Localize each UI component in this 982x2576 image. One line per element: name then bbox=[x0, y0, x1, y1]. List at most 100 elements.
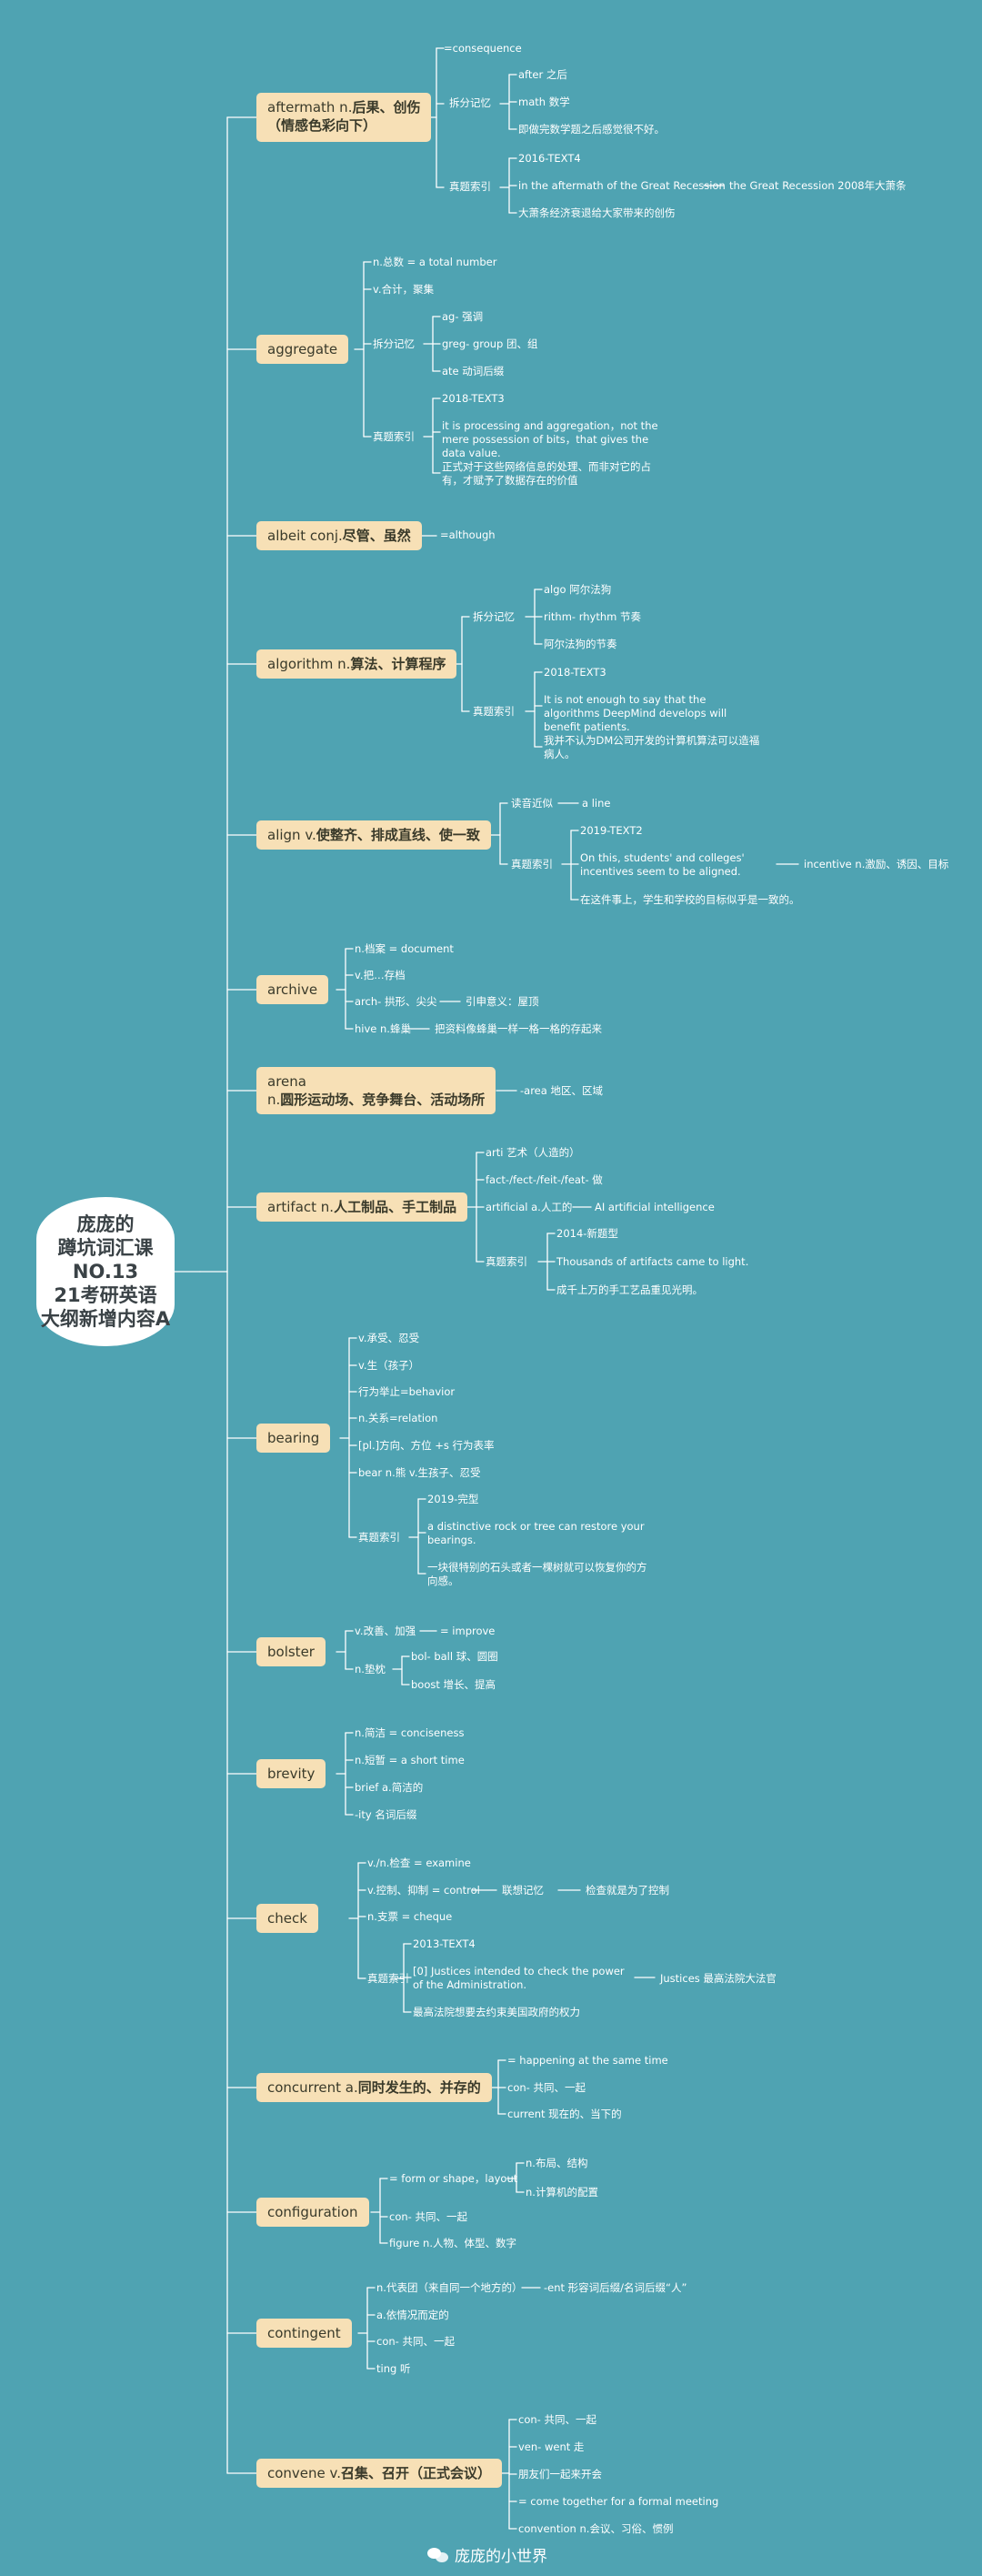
word-zh-note: （情感色彩向下） bbox=[267, 117, 377, 134]
definition-item: brief a.简洁的 bbox=[355, 1781, 424, 1794]
word-node-convene: convene v.召集、召开（正式会议） bbox=[256, 2459, 503, 2488]
memory-label: 拆分记忆 bbox=[449, 96, 491, 109]
definition-item: 行为举止=behavior bbox=[358, 1385, 456, 1398]
definition-sub: bol- ball 球、圆圈 bbox=[411, 1650, 498, 1663]
definition-item: con- 共同、一起 bbox=[518, 2413, 596, 2426]
word-en: aggregate bbox=[267, 341, 338, 357]
word-en: brevity bbox=[267, 1766, 316, 1782]
definition-item: v.控制、抑制 = control bbox=[367, 1884, 480, 1897]
definition-item: con- 共同、一起 bbox=[507, 2081, 586, 2094]
footer-watermark: 庞庞的小世界 bbox=[427, 2543, 547, 2566]
sound-label: 读音近似 bbox=[511, 797, 553, 810]
memory-item: algo 阿尔法狗 bbox=[544, 583, 612, 596]
exam-item: It is not enough to say that the algorit… bbox=[544, 693, 727, 733]
definition-item: v.合计，聚集 bbox=[373, 283, 435, 296]
word-node-aggregate: aggregate bbox=[256, 335, 349, 364]
memory-item: rithm- rhythm 节奏 bbox=[544, 610, 642, 623]
word-zh: 后果、创伤 bbox=[352, 99, 421, 116]
exam-item: 2014-新题型 bbox=[556, 1227, 618, 1240]
exam-note: Justices 最高法院大法官 bbox=[660, 1972, 777, 1985]
definition-item: figure n.人物、体型、数字 bbox=[389, 2237, 516, 2249]
definition-item: n.短暂 = a short time bbox=[355, 1754, 465, 1766]
exam-label: 真题索引 bbox=[473, 705, 515, 718]
memory-label: 拆分记忆 bbox=[373, 337, 415, 350]
word-en: arena bbox=[267, 1073, 306, 1090]
exam-item: 2018-TEXT3 bbox=[442, 392, 505, 405]
exam-item: 2018-TEXT3 bbox=[544, 666, 606, 679]
definition-item: -ity 名词后缀 bbox=[355, 1808, 417, 1821]
word-en: bolster bbox=[267, 1644, 315, 1660]
exam-item: 一块很特别的石头或者一棵树就可以恢复你的方向感。 bbox=[427, 1561, 647, 1587]
word-en: algorithm n. bbox=[267, 656, 351, 672]
definition-sub: n.布局、结构 bbox=[526, 2157, 588, 2169]
exam-item: Thousands of artifacts came to light. bbox=[556, 1255, 749, 1268]
word-zh: 尽管、虽然 bbox=[342, 528, 411, 544]
exam-item: 在这件事上，学生和学校的目标似乎是一致的。 bbox=[580, 893, 800, 906]
definition-note: -ent 形容词后缀/名词后缀“人” bbox=[544, 2281, 687, 2294]
word-node-algorithm: algorithm n.算法、计算程序 bbox=[256, 649, 457, 679]
exam-item: 最高法院想要去约束美国政府的权力 bbox=[413, 2006, 580, 2018]
exam-item: 2019-TEXT2 bbox=[580, 824, 643, 837]
word-en: convene v. bbox=[267, 2465, 342, 2481]
word-zh: 同时发生的、并存的 bbox=[357, 2079, 481, 2096]
root-subject: 21考研英语 bbox=[54, 1284, 157, 1306]
definition-item: n.档案 = document bbox=[355, 942, 454, 955]
exam-note: incentive n.激励、诱因、目标 bbox=[804, 858, 949, 870]
root-number: NO.13 bbox=[72, 1261, 139, 1283]
word-zh: 圆形运动场、竞争舞台、活动场所 bbox=[280, 1092, 486, 1108]
definition-note: 联想记忆 bbox=[502, 1884, 544, 1897]
definition-item: a.依情况而定的 bbox=[376, 2309, 449, 2321]
word-node-albeit: albeit conj.尽管、虽然 bbox=[256, 521, 422, 550]
exam-item: 大萧条经济衰退给大家带来的创伤 bbox=[518, 206, 676, 219]
exam-item: 2013-TEXT4 bbox=[413, 1937, 476, 1950]
word-en: archive bbox=[267, 981, 318, 998]
word-en: bearing bbox=[267, 1430, 320, 1446]
word-node-contingent: contingent bbox=[256, 2319, 352, 2348]
definition-item: [pl.]方向、方位 +s 行为表率 bbox=[358, 1439, 495, 1452]
word-en: aftermath n. bbox=[267, 99, 353, 116]
definition-item: bear n.熊 v.生孩子、忍受 bbox=[358, 1466, 481, 1479]
exam-item: 正式对于这些网络信息的处理、而非对它的占有，才赋予了数据存在的价值 bbox=[442, 460, 651, 487]
word-node-check: check bbox=[256, 1904, 318, 1933]
exam-item: it is processing and aggregation，not the… bbox=[442, 419, 658, 459]
definition-item: con- 共同、一起 bbox=[389, 2210, 467, 2223]
word-en: artifact n. bbox=[267, 1199, 335, 1215]
exam-item: in the aftermath of the Great Recession bbox=[518, 179, 726, 192]
root-course: 蹲坑词汇课 bbox=[57, 1237, 154, 1259]
definition-item: = come together for a formal meeting bbox=[518, 2495, 719, 2508]
definition-sub: n.计算机的配置 bbox=[526, 2186, 598, 2199]
root-title: 庞庞的 bbox=[76, 1213, 135, 1235]
exam-item: 成千上万的手工艺品重见光明。 bbox=[556, 1283, 703, 1296]
exam-item: 2016-TEXT4 bbox=[518, 152, 581, 165]
synonym-label: =consequence bbox=[444, 42, 522, 55]
definition-sub: boost 增长、提高 bbox=[411, 1678, 496, 1691]
definition-item: n.代表团（来自同一个地方的） bbox=[376, 2281, 523, 2294]
word-zh: 算法、计算程序 bbox=[350, 656, 446, 672]
memory-item: after 之后 bbox=[518, 68, 567, 81]
word-en: check bbox=[267, 1910, 307, 1927]
word-node-bearing: bearing bbox=[256, 1424, 331, 1453]
word-node-concurrent: concurrent a.同时发生的、并存的 bbox=[256, 2073, 492, 2102]
exam-item: a distinctive rock or tree can restore y… bbox=[427, 1520, 645, 1546]
word-node-aftermath: aftermath n.后果、创伤 （情感色彩向下） bbox=[256, 93, 432, 142]
memory-item: math 数学 bbox=[518, 96, 570, 108]
exam-label: 真题索引 bbox=[358, 1531, 400, 1544]
word-node-align: align v.使整齐、排成直线、使一致 bbox=[256, 820, 491, 850]
definition-item: current 现在的、当下的 bbox=[507, 2108, 622, 2120]
footer-text: 庞庞的小世界 bbox=[455, 2548, 547, 2566]
definition-item: v.承受、忍受 bbox=[358, 1332, 420, 1344]
wechat-icon bbox=[427, 2546, 449, 2564]
exam-note: the Great Recession 2008年大萧条 bbox=[729, 179, 907, 192]
exam-item: 2019-完型 bbox=[427, 1493, 479, 1505]
definition-note: = improve bbox=[440, 1625, 496, 1637]
word-node-configuration: configuration bbox=[256, 2198, 369, 2227]
memory-item: ag- 强调 bbox=[442, 310, 484, 323]
definition-note: AI artificial intelligence bbox=[595, 1201, 715, 1213]
exam-label: 真题索引 bbox=[449, 180, 491, 193]
definition-item: n.简洁 = conciseness bbox=[355, 1726, 465, 1739]
word-node-bolster: bolster bbox=[256, 1637, 326, 1666]
word-node-arena: arena n.圆形运动场、竞争舞台、活动场所 bbox=[256, 1067, 496, 1114]
memory-item: 阿尔法狗的节奏 bbox=[544, 638, 617, 650]
exam-label: 真题索引 bbox=[373, 430, 415, 443]
